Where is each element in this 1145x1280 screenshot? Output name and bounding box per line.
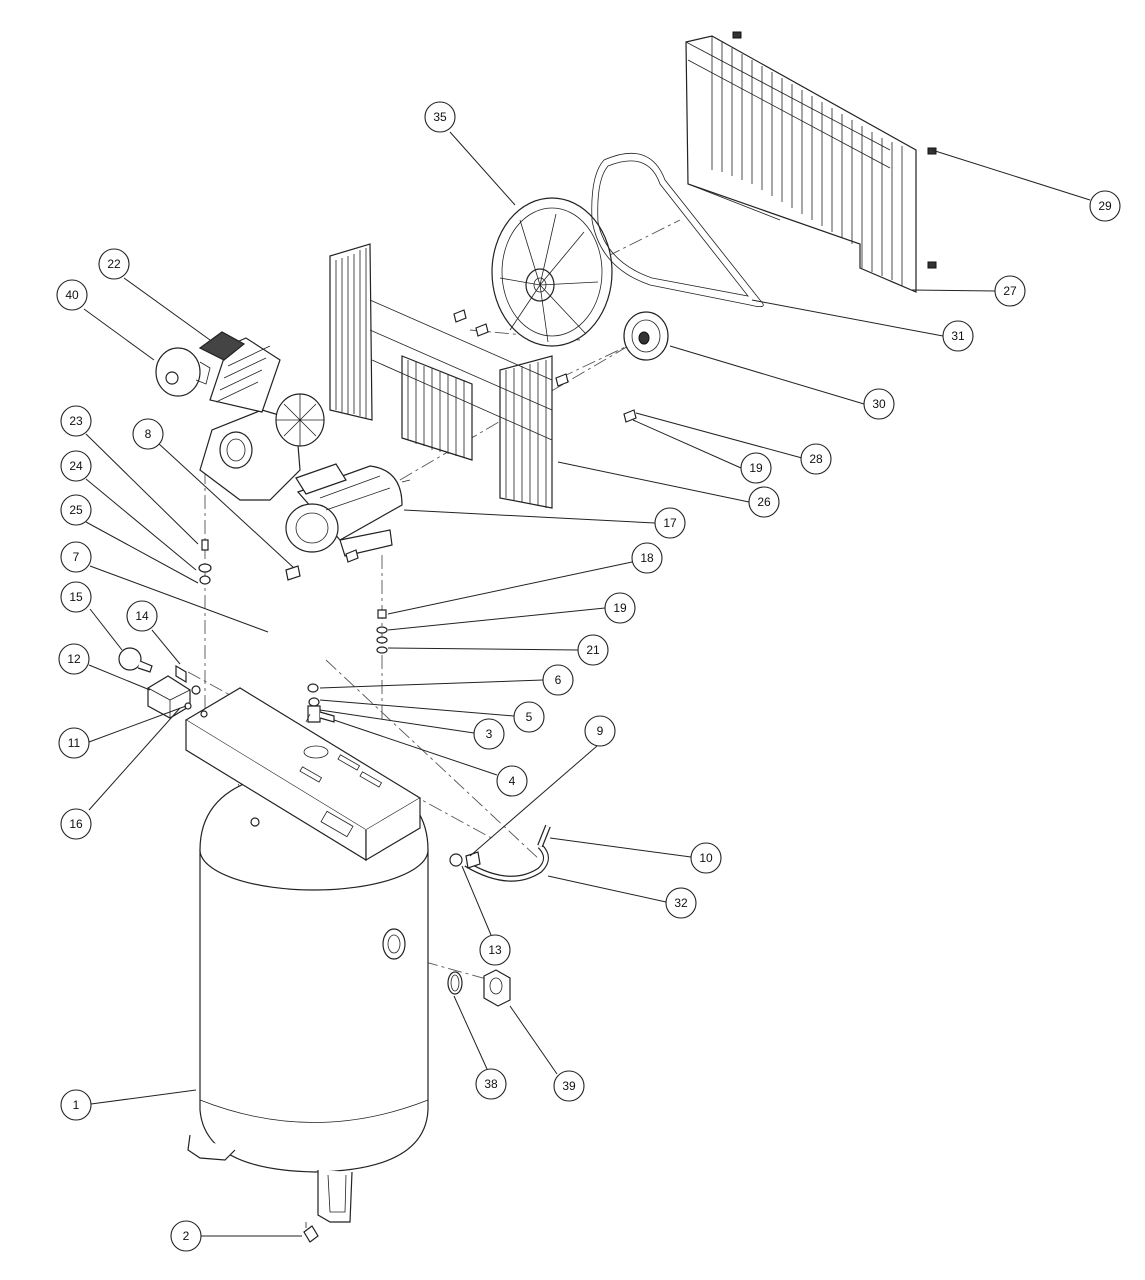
svg-text:27: 27 [1003, 284, 1017, 298]
svg-text:14: 14 [135, 609, 149, 623]
callout-17: 17 [654, 507, 686, 539]
callout-30: 30 [863, 388, 895, 420]
svg-text:9: 9 [597, 724, 604, 738]
callout-12: 12 [58, 643, 90, 675]
callout-23: 23 [60, 405, 92, 437]
drain-valve [303, 1222, 319, 1243]
callout-10: 10 [690, 842, 722, 874]
compressor-pump [155, 331, 325, 501]
svg-text:32: 32 [674, 896, 688, 910]
callout-7: 7 [60, 541, 92, 573]
callout-13: 13 [479, 934, 511, 966]
flywheel [491, 197, 613, 347]
pressure-switch-assembly [118, 647, 208, 719]
callout-2: 2 [170, 1220, 202, 1252]
callout-38: 38 [475, 1068, 507, 1100]
svg-text:6: 6 [555, 673, 562, 687]
svg-text:13: 13 [488, 943, 502, 957]
callout-22: 22 [98, 248, 130, 280]
svg-text:25: 25 [69, 503, 83, 517]
svg-text:3: 3 [486, 727, 493, 741]
callout-40: 40 [56, 279, 88, 311]
svg-text:8: 8 [145, 427, 152, 441]
svg-text:40: 40 [65, 288, 79, 302]
rear-belt-guard [329, 243, 553, 509]
svg-text:11: 11 [68, 736, 81, 750]
v-belt [591, 153, 764, 308]
svg-text:24: 24 [69, 459, 83, 473]
callout-9: 9 [584, 715, 616, 747]
callout-31: 31 [942, 320, 974, 352]
drain-tube-fittings [449, 824, 551, 882]
svg-text:15: 15 [69, 590, 83, 604]
callout-3: 3 [473, 718, 505, 750]
callout-27: 27 [994, 275, 1026, 307]
gasket-and-plug [447, 969, 511, 1007]
callout-5: 5 [513, 701, 545, 733]
svg-text:19: 19 [613, 601, 627, 615]
callout-25: 25 [60, 494, 92, 526]
svg-text:16: 16 [69, 817, 83, 831]
callout-18: 18 [631, 542, 663, 574]
callout-29: 29 [1089, 190, 1121, 222]
svg-text:7: 7 [73, 550, 80, 564]
svg-text:23: 23 [69, 414, 83, 428]
motor-pulley [623, 311, 669, 361]
svg-text:30: 30 [872, 397, 886, 411]
outlet-tube [268, 566, 316, 680]
hardware-fasteners [198, 309, 637, 654]
callout-35: 35 [424, 101, 456, 133]
svg-text:5: 5 [526, 710, 533, 724]
callout-14: 14 [126, 600, 158, 632]
svg-text:22: 22 [107, 257, 121, 271]
callout-8: 8 [132, 418, 164, 450]
svg-text:2: 2 [183, 1229, 190, 1243]
mounting-plate [184, 687, 422, 862]
svg-text:28: 28 [809, 452, 823, 466]
svg-text:18: 18 [640, 551, 654, 565]
callout-16: 16 [60, 808, 92, 840]
svg-text:39: 39 [562, 1079, 576, 1093]
svg-text:19: 19 [749, 461, 763, 475]
callout-19a: 19 [740, 452, 772, 484]
check-valve-fittings [305, 683, 335, 723]
callout-6: 6 [542, 664, 574, 696]
svg-text:17: 17 [663, 516, 677, 530]
callout-4: 4 [496, 765, 528, 797]
svg-text:31: 31 [951, 329, 965, 343]
electric-motor [285, 463, 411, 557]
callout-26: 26 [748, 486, 780, 518]
svg-text:4: 4 [509, 774, 516, 788]
svg-text:35: 35 [433, 110, 447, 124]
svg-text:1: 1 [73, 1098, 80, 1112]
callout-11: 11 [58, 727, 90, 759]
svg-text:29: 29 [1098, 199, 1112, 213]
callout-21: 21 [577, 634, 609, 666]
callout-39: 39 [553, 1070, 585, 1102]
callouts: 35 29 27 31 22 40 30 28 19 26 23 8 24 17… [56, 101, 1121, 1252]
callout-1: 1 [60, 1089, 92, 1121]
callout-15: 15 [60, 581, 92, 613]
callout-19b: 19 [604, 592, 636, 624]
svg-text:38: 38 [484, 1077, 498, 1091]
svg-text:21: 21 [586, 643, 600, 657]
callout-24: 24 [60, 450, 92, 482]
front-belt-guard [685, 31, 937, 293]
callout-28: 28 [800, 443, 832, 475]
svg-text:10: 10 [699, 851, 713, 865]
callout-32: 32 [665, 887, 697, 919]
callout-leaders [83, 131, 1091, 1237]
svg-text:12: 12 [67, 652, 81, 666]
svg-text:26: 26 [757, 495, 771, 509]
